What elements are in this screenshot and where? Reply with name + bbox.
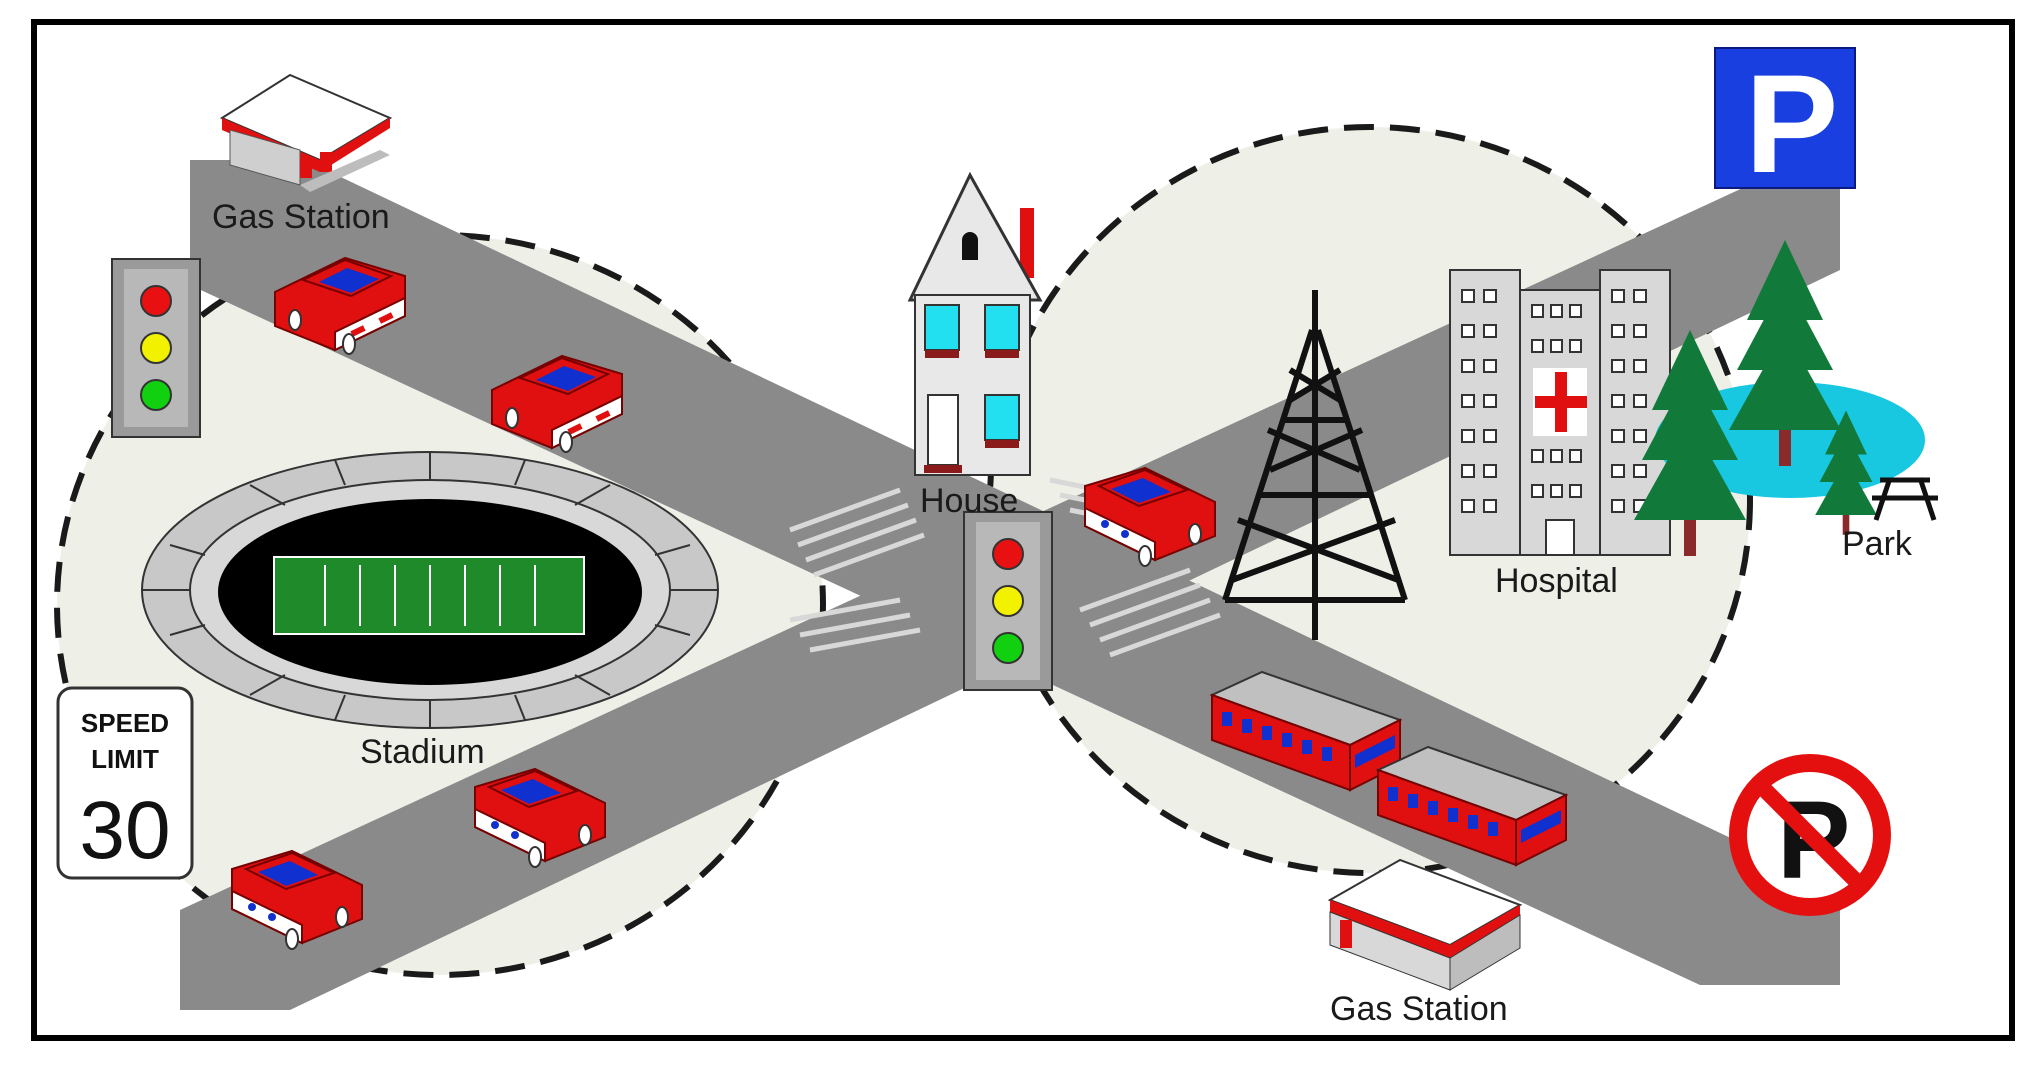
parking-sign-icon: P <box>1714 45 1856 202</box>
gas-station-top-label: Gas Station <box>212 198 390 236</box>
stadium-label: Stadium <box>360 733 485 771</box>
radio-tower-icon <box>1222 290 1408 640</box>
speed-limit-line2: LIMIT <box>91 744 159 774</box>
stadium-icon <box>141 451 719 729</box>
speed-limit-sign-icon: SPEED LIMIT 30 <box>56 686 194 880</box>
gas-station-bottom-icon <box>1327 858 1523 991</box>
parking-sign-letter: P <box>1745 45 1838 202</box>
house-icon <box>907 171 1043 476</box>
gas-station-bottom-label: Gas Station <box>1330 990 1508 1028</box>
traffic-light-center-icon <box>963 511 1053 691</box>
house-label: House <box>920 482 1018 520</box>
hospital-icon <box>1449 269 1671 556</box>
train-icon <box>1209 670 1569 867</box>
gas-station-top-icon <box>219 73 393 192</box>
park-icon <box>1634 240 1938 556</box>
speed-limit-line1: SPEED <box>81 708 169 738</box>
park-label: Park <box>1842 525 1913 563</box>
traffic-light-left-icon <box>111 258 201 438</box>
speed-limit-value: 30 <box>79 785 170 876</box>
hospital-label: Hospital <box>1495 562 1618 600</box>
no-parking-sign-icon: P <box>1729 754 1891 916</box>
